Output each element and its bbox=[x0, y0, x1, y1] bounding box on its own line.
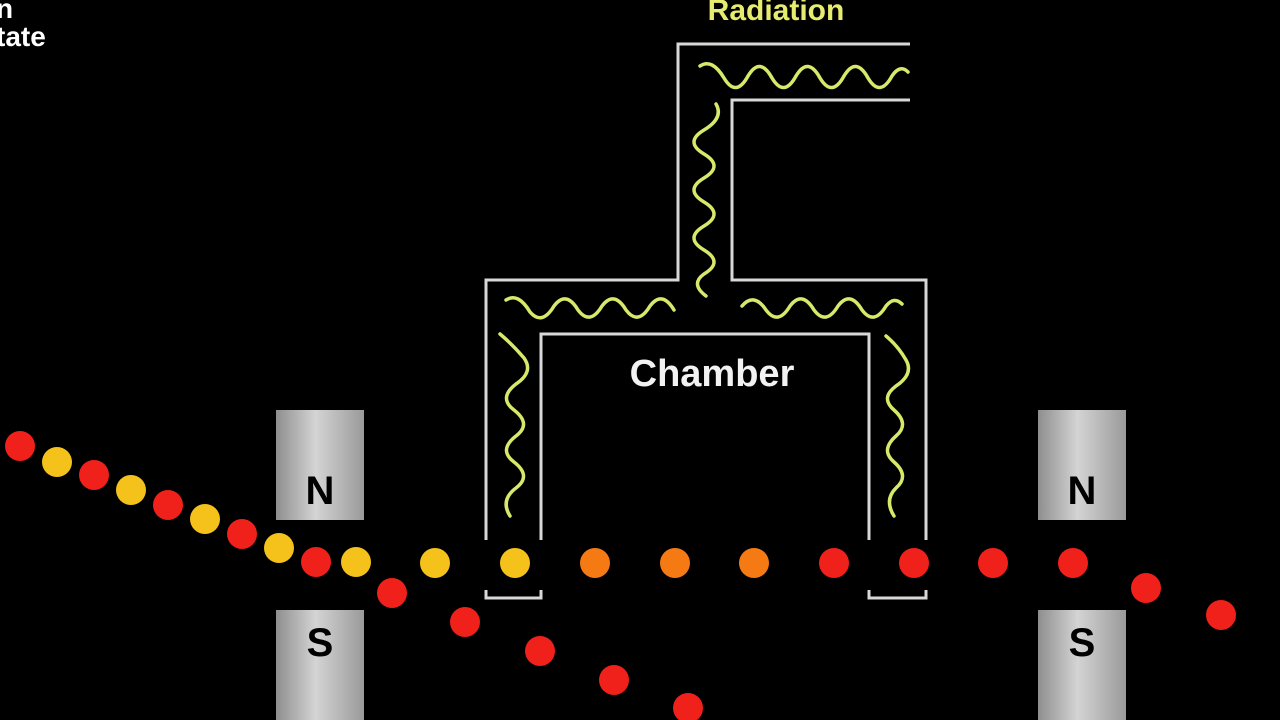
particle-dot bbox=[153, 490, 183, 520]
particle-dot bbox=[673, 693, 703, 720]
particle-dot bbox=[978, 548, 1008, 578]
particle-dot bbox=[264, 533, 294, 563]
particle-dot bbox=[450, 607, 480, 637]
beam-port-right bbox=[867, 590, 928, 600]
chamber-walls bbox=[484, 42, 928, 600]
wave-icon bbox=[740, 297, 904, 319]
particle-dot bbox=[116, 475, 146, 505]
right-magnet-south: S bbox=[1038, 610, 1126, 720]
particle-dot bbox=[819, 548, 849, 578]
state-label: n tate bbox=[0, 0, 46, 54]
particle-dot bbox=[500, 548, 530, 578]
particle-dot bbox=[599, 665, 629, 695]
magnet-n-label: N bbox=[306, 469, 335, 513]
particle-dot bbox=[42, 447, 72, 477]
particle-dot bbox=[301, 547, 331, 577]
particle-dot bbox=[341, 547, 371, 577]
particle-dot bbox=[1131, 573, 1161, 603]
particle-dot bbox=[739, 548, 769, 578]
wave-icon bbox=[698, 62, 910, 90]
bar-magnet-icon bbox=[1038, 410, 1126, 520]
right-magnet-north: N bbox=[1038, 410, 1126, 520]
particle-beams bbox=[5, 431, 1236, 720]
magnet-n-label: N bbox=[1068, 469, 1097, 513]
radiation-waves bbox=[498, 62, 911, 518]
wave-icon bbox=[692, 102, 720, 298]
wave-icon bbox=[498, 332, 530, 518]
outer-wall bbox=[484, 42, 910, 540]
bar-magnet-icon bbox=[276, 410, 364, 520]
chamber-label: Chamber bbox=[630, 353, 795, 395]
left-magnet-north: N bbox=[276, 410, 364, 520]
magnet-s-label: S bbox=[307, 621, 334, 665]
outer-wall-right bbox=[730, 98, 928, 540]
inner-wall bbox=[539, 332, 871, 540]
particle-dot bbox=[1058, 548, 1088, 578]
bar-magnet-icon bbox=[276, 610, 364, 720]
left-magnet-south: S bbox=[276, 610, 364, 720]
state-label-line2: tate bbox=[0, 21, 46, 52]
particle-dot bbox=[5, 431, 35, 461]
radiation-label: Radiation bbox=[708, 0, 845, 27]
particle-dot bbox=[899, 548, 929, 578]
particle-dot bbox=[1206, 600, 1236, 630]
particle-dot bbox=[190, 504, 220, 534]
wave-icon bbox=[884, 334, 911, 518]
wave-icon bbox=[504, 296, 676, 320]
particle-dot bbox=[580, 548, 610, 578]
particle-dot bbox=[377, 578, 407, 608]
particle-dot bbox=[660, 548, 690, 578]
beam-port-left bbox=[484, 590, 543, 600]
bar-magnet-icon bbox=[1038, 610, 1126, 720]
particle-dot bbox=[79, 460, 109, 490]
state-label-line1: n bbox=[0, 0, 14, 24]
particle-dot bbox=[420, 548, 450, 578]
particle-dot bbox=[227, 519, 257, 549]
particle-dot bbox=[525, 636, 555, 666]
magnet-s-label: S bbox=[1069, 621, 1096, 665]
